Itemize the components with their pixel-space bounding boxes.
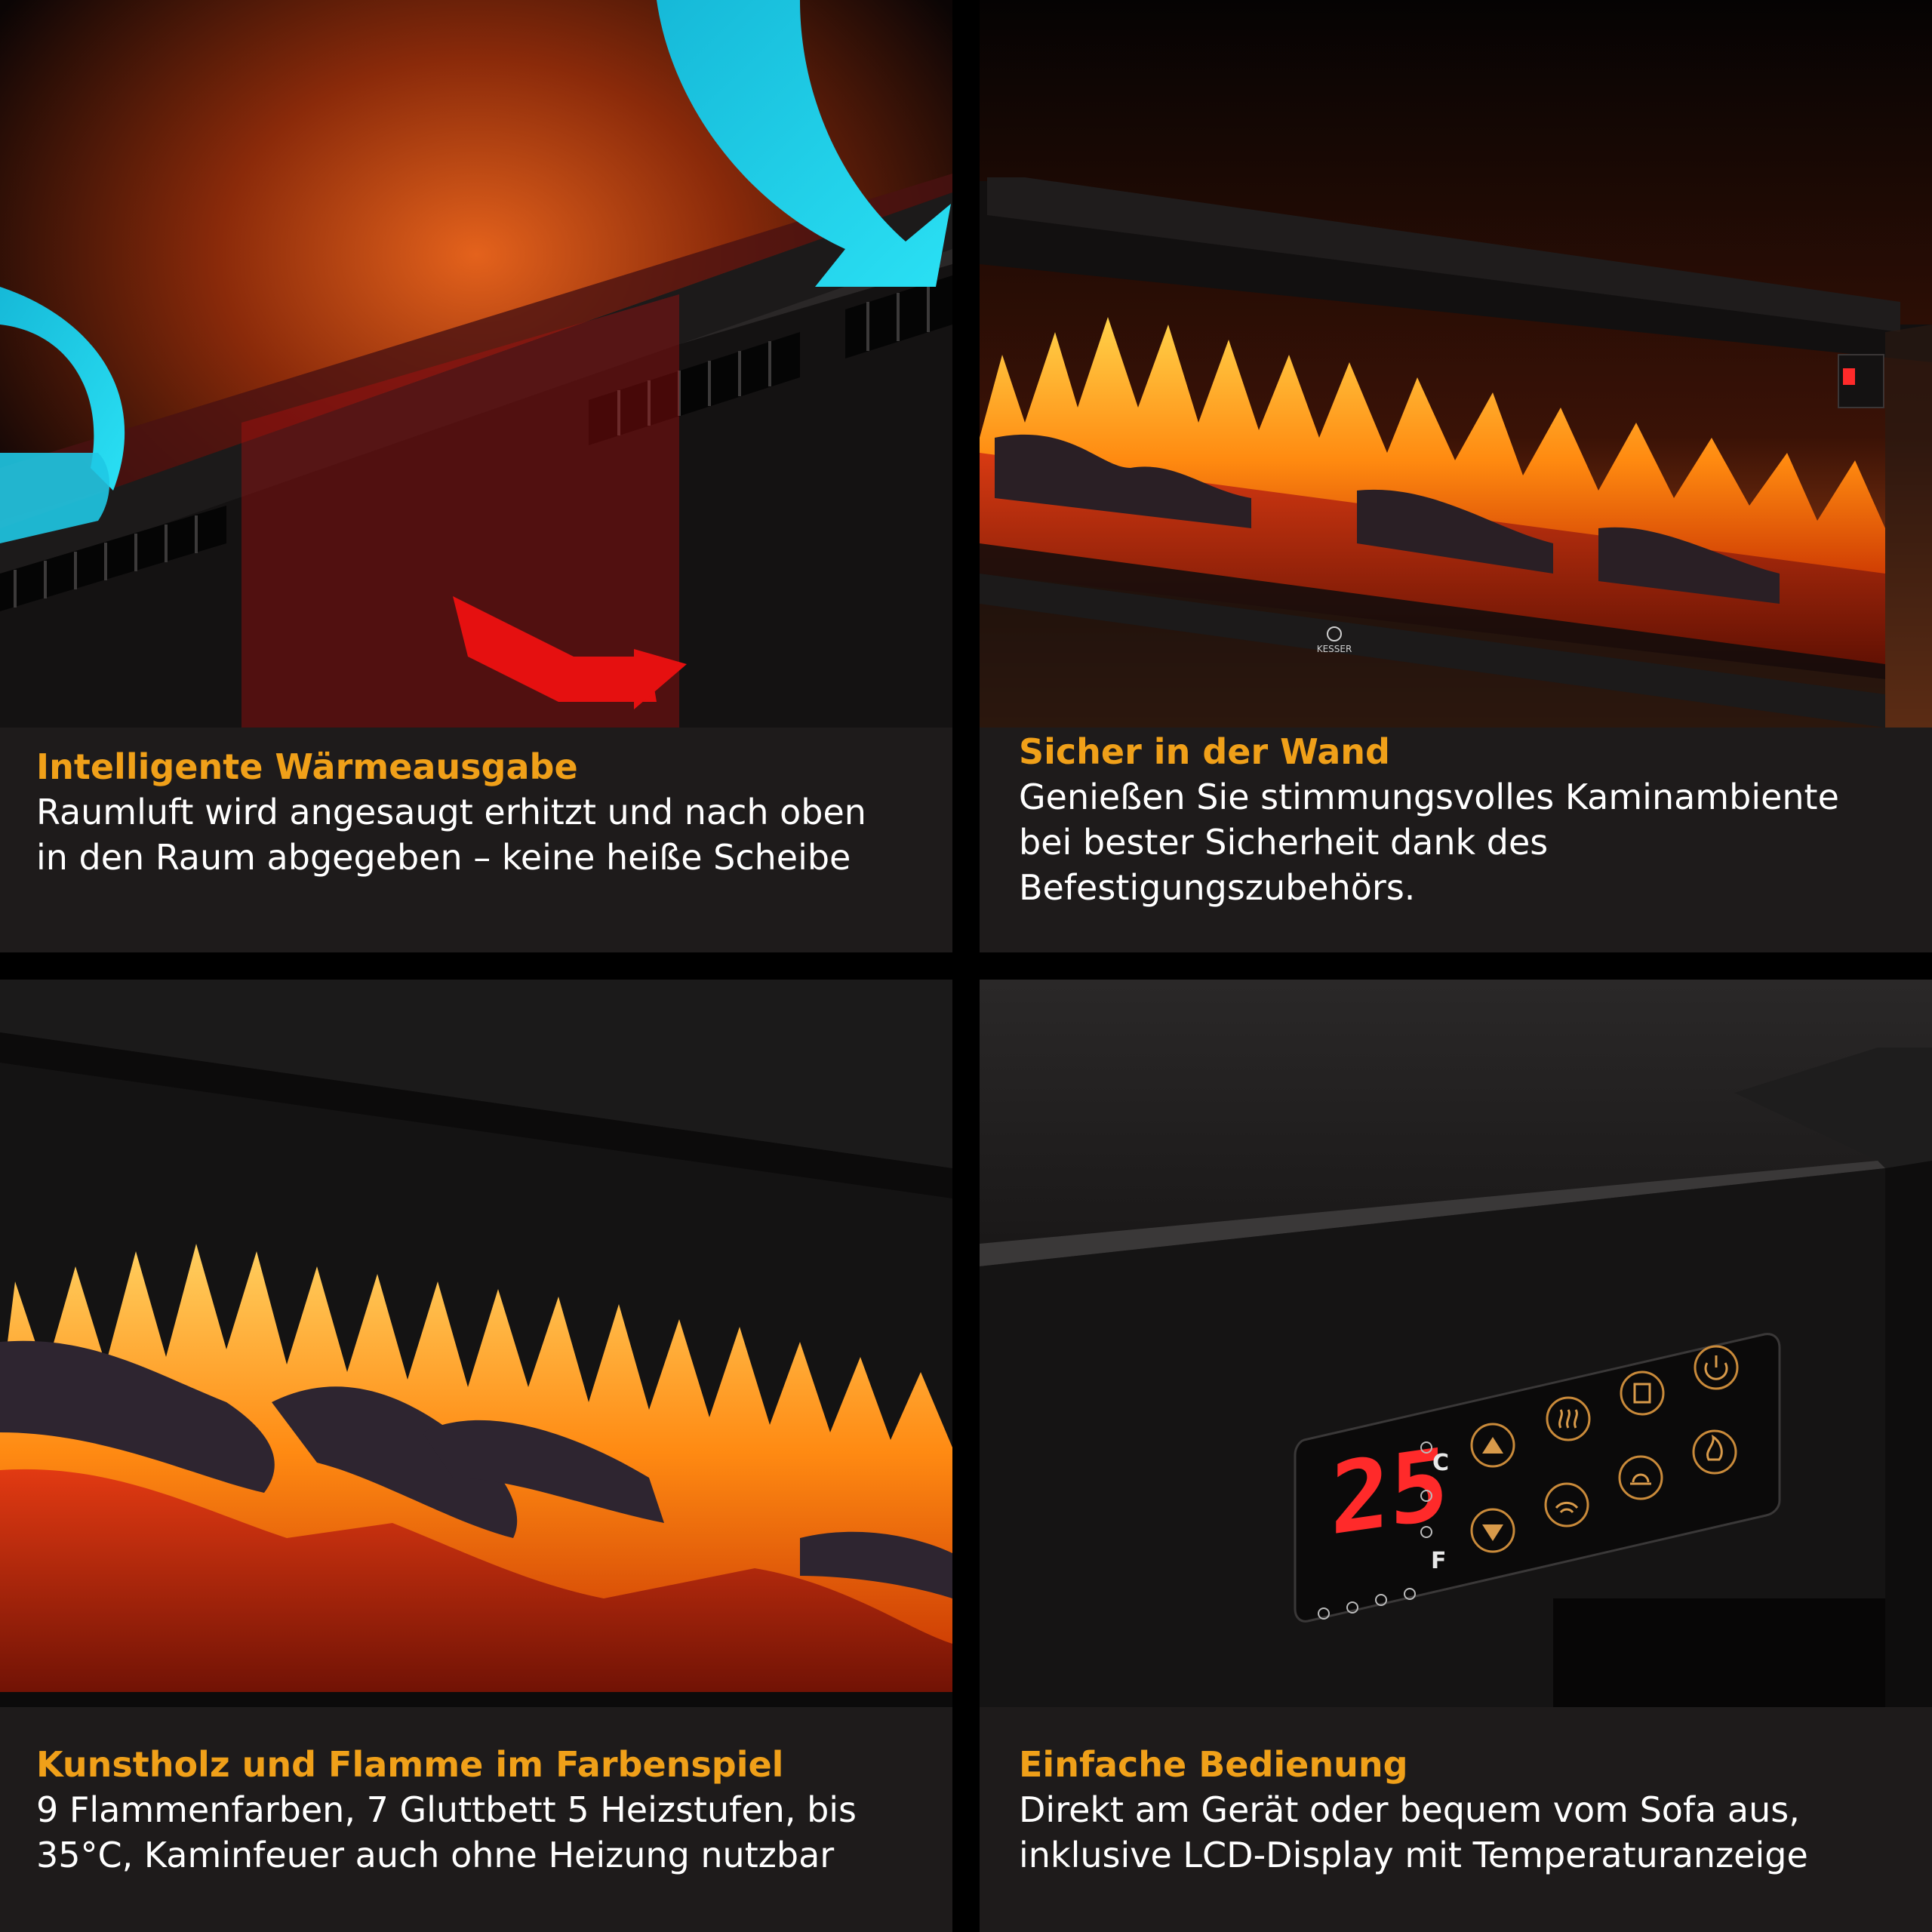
brand-logo: KESSER [1317,626,1352,654]
wall-mount-text-line-3: Befestigungszubehörs. [1019,867,1416,908]
easy-control-text-line-1: Direkt am Gerät oder bequem vom Sofa aus… [1019,1789,1800,1830]
panel-heat-output: Intelligente Wärmeausgabe Raumluft wird … [0,0,952,952]
flame-colors-text-line-1: 9 Flammenfarben, 7 Gluttbett 5 Heizstufe… [36,1789,857,1830]
panel-easy-control: 25 C F [980,980,1932,1932]
heat-output-caption: Intelligente Wärmeausgabe Raumluft wird … [0,728,952,952]
flame-colors-caption: Kunstholz und Flamme im Farbenspiel 9 Fl… [0,1707,952,1932]
panel-flame-colors: Kunstholz und Flamme im Farbenspiel 9 Fl… [0,980,952,1932]
wall-mount-photo: KESSER [980,0,1932,728]
easy-control-text-line-2: inklusive LCD-Display mit Temperaturanze… [1019,1835,1808,1875]
easy-control-title: Einfache Bedienung [1019,1744,1408,1785]
lcd-unit-f: F [1431,1548,1447,1574]
wall-mount-caption: Sicher in der Wand Genießen Sie stimmung… [980,728,1932,952]
heat-output-title: Intelligente Wärmeausgabe [36,746,578,787]
heat-output-photo [0,0,952,728]
wall-mount-text-line-1: Genießen Sie stimmungsvolles Kaminambien… [1019,777,1839,817]
easy-control-photo: 25 C F [980,980,1932,1707]
flame-colors-text-line-2: 35°C, Kaminfeuer auch ohne Heizung nutzb… [36,1835,835,1875]
heat-output-text-line-2: in den Raum abgegeben – keine heiße Sche… [36,837,851,878]
wall-mount-text-line-2: bei bester Sicherheit dank des [1019,822,1549,863]
flame-colors-photo [0,980,952,1707]
flame-colors-title: Kunstholz und Flamme im Farbenspiel [36,1744,784,1785]
easy-control-caption: Einfache Bedienung Direkt am Gerät oder … [980,1707,1932,1932]
heat-output-text-line-1: Raumluft wird angesaugt erhitzt und nach… [36,792,866,832]
panel-wall-mount: KESSER Sicher in der Wand Genießen Sie s… [980,0,1932,952]
lcd-unit-c: C [1432,1450,1449,1476]
wall-mount-title: Sicher in der Wand [1019,731,1390,772]
brand-logo-text: KESSER [1317,644,1352,654]
